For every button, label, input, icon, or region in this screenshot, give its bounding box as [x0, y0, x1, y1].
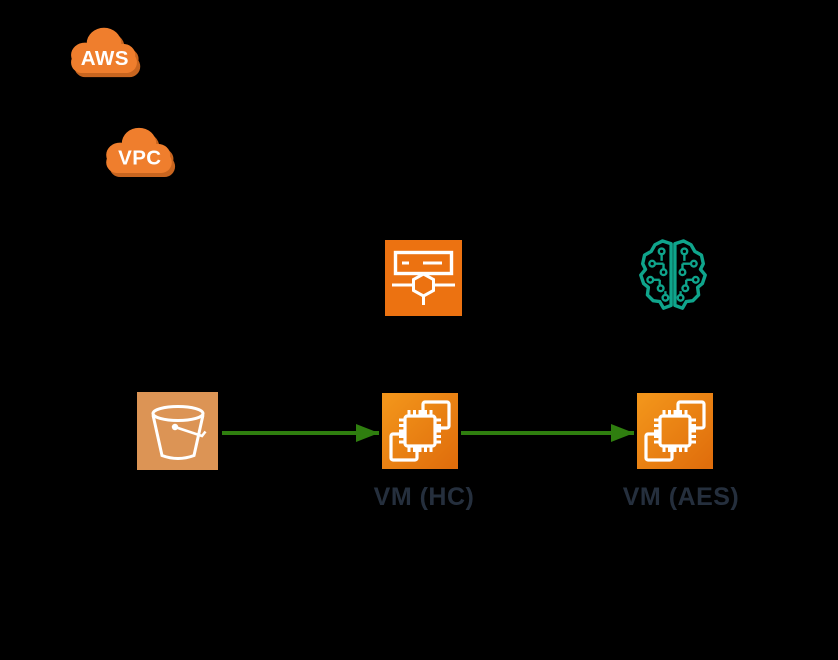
ec2-chip-icon	[382, 393, 458, 469]
s3-bucket-node	[137, 392, 218, 475]
server-instance-icon	[385, 240, 462, 316]
vm-hc-node	[382, 393, 458, 474]
vpc-cloud-label: VPC	[118, 147, 161, 170]
chip-glyph	[389, 400, 451, 462]
vpc-cloud: VPC	[106, 127, 176, 178]
server-instance-node	[385, 240, 462, 321]
vm-aes-node	[637, 393, 713, 474]
vm-hc-label: VM (HC)	[373, 483, 475, 511]
bucket-glyph	[151, 405, 207, 460]
cloud-shape	[106, 127, 172, 173]
ec2-chip-icon	[637, 393, 713, 469]
cloud-shape	[71, 27, 137, 74]
chip-glyph	[644, 400, 706, 462]
machine-learning-node	[637, 238, 709, 319]
aws-cloud-label: AWS	[81, 47, 129, 70]
brain-outline	[639, 239, 707, 310]
s3-bucket-icon	[137, 392, 218, 470]
brain-circuits	[646, 247, 700, 302]
server-glyph	[392, 250, 455, 305]
aws-cloud: AWS	[71, 27, 141, 78]
vm-aes-label: VM (AES)	[622, 483, 740, 511]
machine-learning-brain-icon	[639, 239, 707, 310]
